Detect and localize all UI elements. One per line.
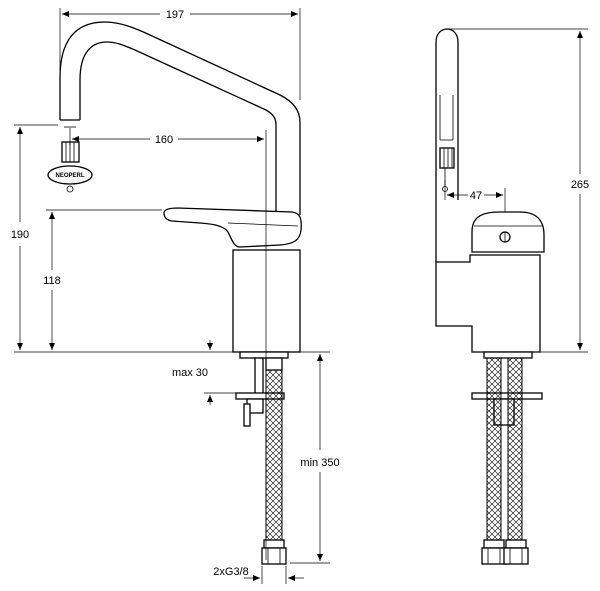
lever-handle <box>163 207 302 248</box>
side-view <box>435 28 545 565</box>
side-dimensions: 47 265 <box>444 28 589 353</box>
dim-max30: max 30 <box>172 367 208 379</box>
dim-265: 265 <box>571 179 589 191</box>
aerator: NEOPERL <box>47 141 93 193</box>
side-hose-left <box>486 357 502 541</box>
spout-inner-outline <box>79 41 277 212</box>
dim-47: 47 <box>470 190 482 202</box>
side-hose-right <box>507 357 523 541</box>
side-lever <box>471 211 545 253</box>
dim-190: 190 <box>11 229 29 241</box>
front-hose <box>265 369 283 541</box>
dim-197: 197 <box>166 9 184 21</box>
side-spout <box>435 28 459 262</box>
dim-160: 160 <box>155 134 173 146</box>
aerator-brand: NEOPERL <box>55 173 84 179</box>
dim-118: 118 <box>43 275 61 287</box>
front-dimensions: 197 160 190 118 max 30 min 350 2xG3/8 <box>11 8 340 584</box>
tap-body <box>232 249 301 353</box>
dim-connection: 2xG3/8 <box>213 566 248 578</box>
front-view: NEOPERL <box>14 21 330 565</box>
side-mounting-plate <box>471 392 543 400</box>
side-hose-nut-left <box>481 547 507 565</box>
front-hose-nut <box>261 547 287 565</box>
side-body <box>435 254 541 353</box>
dim-min350: min 350 <box>300 457 339 469</box>
spout-outline <box>59 21 301 215</box>
mounting-rod <box>254 357 264 395</box>
side-hose-nut-right <box>503 547 529 565</box>
